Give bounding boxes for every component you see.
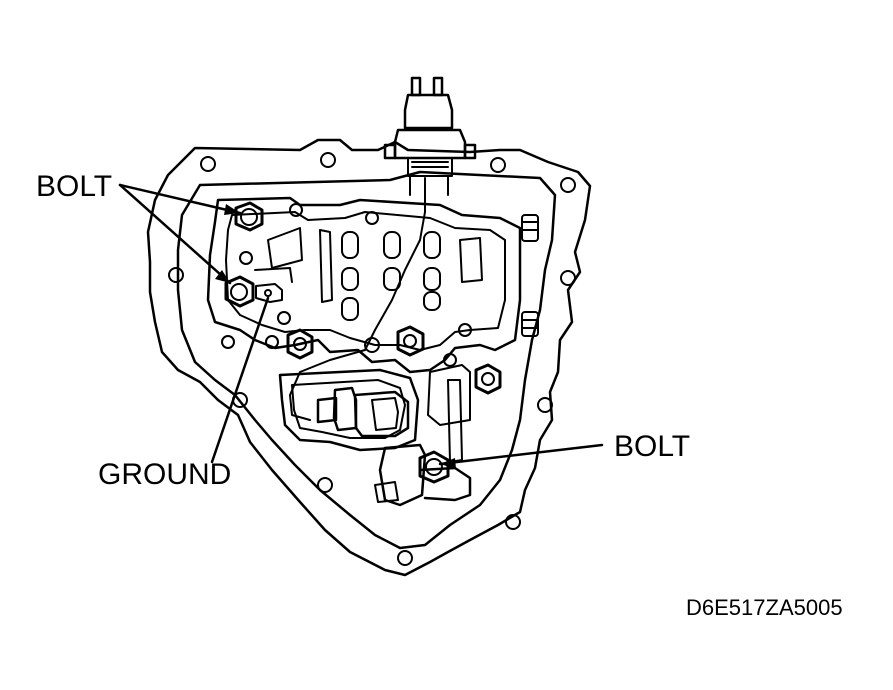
- bolt-lower-right: [418, 450, 450, 484]
- ground-label: GROUND: [98, 458, 232, 491]
- bolt-label-upper: BOLT: [36, 170, 113, 203]
- leader-arrowheads: [215, 204, 456, 469]
- valve-body: [206, 196, 522, 374]
- bolt-upper-left: [234, 201, 264, 232]
- bolt-lower-left: [224, 275, 255, 308]
- solenoid-assembly: [278, 364, 471, 452]
- sensor-connector: [383, 76, 477, 241]
- gasket-inner: [176, 170, 557, 550]
- bolt-label-right: BOLT: [614, 430, 691, 463]
- valve-slots: [267, 227, 483, 321]
- leader-lines: [118, 183, 604, 466]
- ground-terminal: [254, 267, 293, 303]
- lower-bracket: [374, 379, 472, 507]
- bolt-mid-left: [286, 328, 314, 360]
- side-bolts-right: [521, 214, 539, 337]
- bolt-mid-right: [474, 363, 502, 395]
- valve-holes: [221, 203, 472, 367]
- figure-code: D6E517ZA5005: [686, 595, 843, 620]
- case-outline: [146, 138, 592, 577]
- bolt-mid-center: [396, 325, 425, 357]
- valve-body-inner: [225, 211, 506, 351]
- perimeter-holes: [168, 152, 576, 566]
